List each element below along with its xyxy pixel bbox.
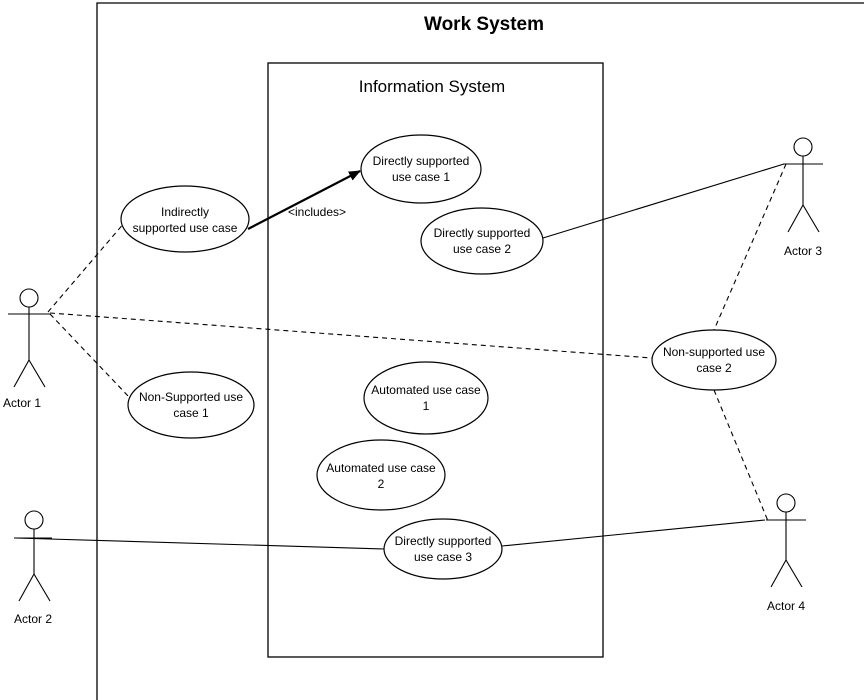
actor-1-label: Actor 1 (3, 396, 41, 410)
use-case-label-line1: Non-Supported use (139, 390, 243, 404)
information-system-title: Information System (359, 77, 505, 96)
use-case-direct-2: Directly supported use case 2 (420, 207, 544, 275)
use-case-label-line1: Indirectly (161, 205, 209, 219)
use-case-label-line2: use case 3 (414, 550, 472, 564)
link-actor1-nonsupported1 (49, 313, 131, 399)
use-case-label-line2: 2 (378, 477, 385, 491)
use-case-label-line1: Automated use case (326, 461, 436, 475)
use-case-non-supported-1: Non-Supported use case 1 (127, 371, 255, 439)
connectors (14, 163, 787, 550)
use-case-label-line1: Directly supported (373, 154, 470, 168)
actor-4-label: Actor 4 (767, 599, 805, 613)
link-actor3-nonsupported2 (713, 163, 787, 331)
actor-4-figure-icon (766, 493, 806, 588)
use-case-label-line2: use case 1 (392, 170, 450, 184)
link-actor4-nonsupported2 (713, 389, 769, 522)
use-case-non-supported-2: Non-supported use case 2 (651, 329, 777, 391)
actor-4: Actor 4 (766, 493, 806, 613)
actor-3: Actor 3 (783, 137, 823, 258)
use-case-automated-1: Automated use case 1 (363, 361, 489, 435)
use-case-automated-2: Automated use case 2 (316, 439, 446, 511)
use-case-label-line1: Automated use case (371, 383, 481, 397)
actor-1-figure-icon (8, 288, 50, 388)
link-actor1-indirect (47, 221, 126, 313)
use-case-label-line2: supported use case (133, 221, 238, 235)
includes-arrow (247, 170, 361, 230)
use-case-label-line1: Directly supported (395, 534, 492, 548)
actor-3-figure-icon (783, 137, 823, 233)
use-case-label-line1: Non-supported use (663, 345, 765, 359)
link-actor4-direct3 (501, 519, 766, 547)
use-case-label-line2: case 1 (173, 406, 209, 420)
use-case-label-line1: Directly supported (434, 226, 531, 240)
use-case-indirectly-supported: Indirectly supported use case (120, 185, 250, 253)
actor-2-label: Actor 2 (14, 612, 52, 626)
actor-3-label: Actor 3 (784, 244, 822, 258)
information-system-boundary: Information System (267, 62, 604, 658)
use-case-label-line2: case 2 (696, 361, 732, 375)
use-case-direct-1: Directly supported use case 1 (360, 134, 482, 204)
actor-1: Actor 1 (3, 288, 50, 410)
use-case-label-line2: use case 2 (453, 242, 511, 256)
link-actor1-nonsupported2 (49, 312, 653, 359)
use-case-label-line2: 1 (423, 399, 430, 413)
work-system-title: Work System (424, 14, 544, 35)
work-system-boundary: Work System (96, 2, 864, 700)
actor-2-figure-icon (14, 510, 52, 602)
actor-2: Actor 2 (14, 510, 52, 626)
link-actor3-direct2 (542, 163, 785, 239)
includes-label: <includes> (288, 205, 346, 219)
link-actor2-direct3 (14, 537, 386, 550)
use-case-direct-3: Directly supported use case 3 (383, 518, 503, 580)
